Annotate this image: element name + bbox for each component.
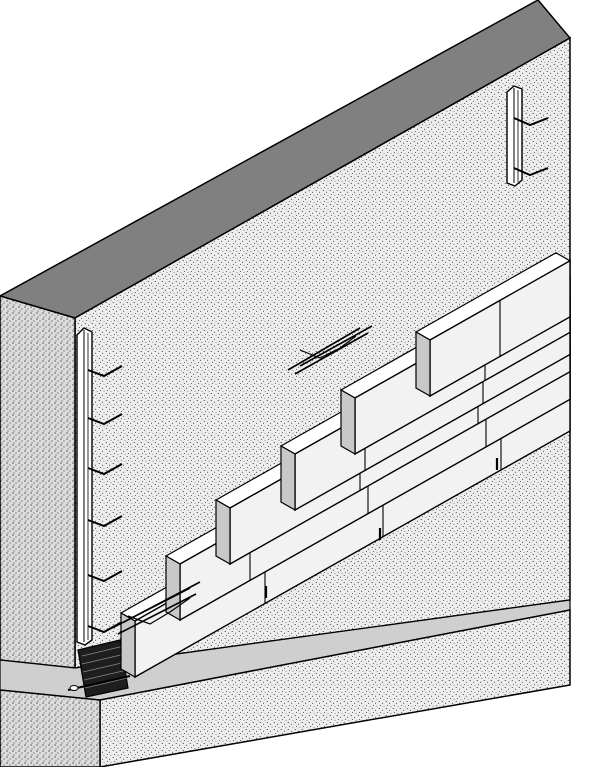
footing-slab [0, 599, 571, 767]
base-flashing [67, 639, 131, 698]
left-anchor-tie [87, 365, 123, 378]
course-end-face [215, 498, 231, 566]
left-anchor-tie [87, 515, 123, 528]
course-end-face [280, 444, 296, 512]
block-course [414, 252, 572, 398]
veneer-blocks [119, 252, 572, 679]
wall-end-face [0, 295, 76, 669]
left-anchor-tie [87, 463, 123, 476]
footing-end [0, 689, 101, 767]
left-anchor-tie [87, 413, 123, 426]
right-anchor-tie-upper [513, 117, 549, 127]
joint-reinforcement-lower [111, 581, 201, 635]
joint-reinforcement-upper [287, 325, 373, 375]
course-end-face [340, 388, 356, 456]
course-end-face [415, 330, 431, 398]
left-anchor-rail [76, 327, 93, 646]
right-anchor-rail [506, 85, 549, 187]
right-anchor-tie-lower [513, 167, 549, 177]
left-anchor-tie [87, 570, 123, 583]
